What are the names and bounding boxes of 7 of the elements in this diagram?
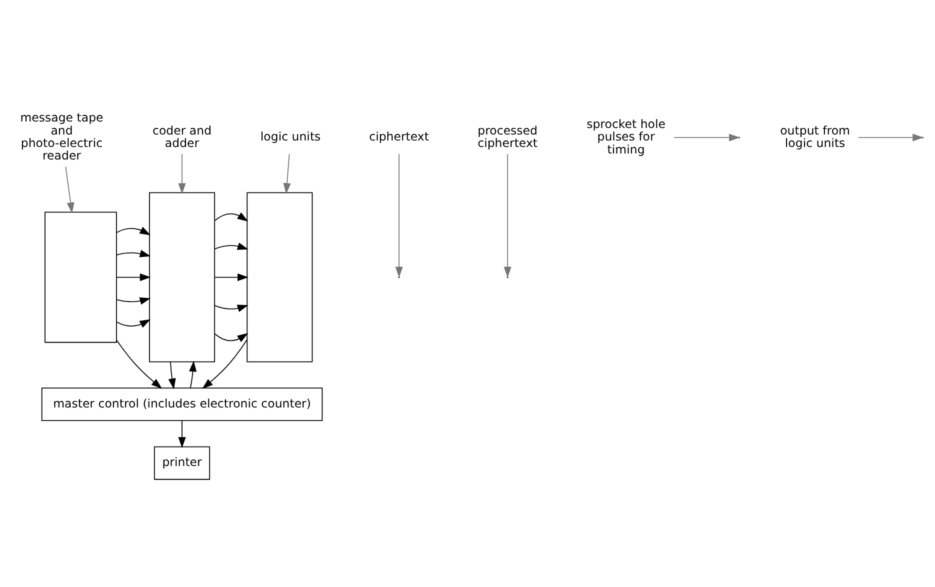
node-text: logic units xyxy=(260,129,321,144)
node-text: output from logic units xyxy=(780,122,850,150)
node-text: coder and adder xyxy=(152,122,212,150)
node-text: sprocket hole pulses for timing xyxy=(586,116,666,156)
node-text: ciphertext xyxy=(369,129,430,144)
node-text: message tape and photo-electric reader xyxy=(20,110,104,162)
node-text: processed ciphertext xyxy=(478,122,538,150)
